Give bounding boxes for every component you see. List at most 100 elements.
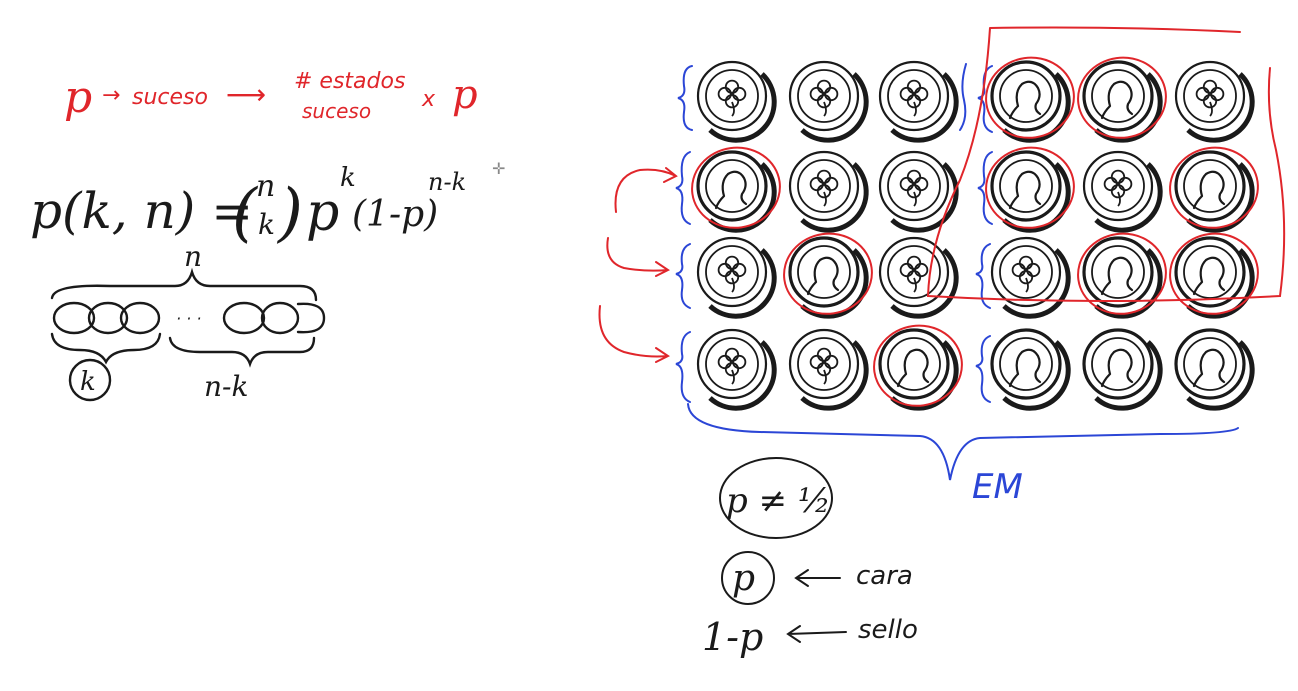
head-profile-icon (1100, 256, 1134, 296)
blue-brace-row-2b (977, 151, 993, 225)
trial-circle-3 (119, 301, 161, 335)
bottom-legend: p ≠ ½ p cara 1-p sello (702, 457, 918, 659)
diagram-ellipsis: · · · (176, 309, 201, 328)
coin-rim (878, 60, 950, 132)
diagram-n-label: n (184, 240, 202, 273)
head-profile-icon (806, 256, 840, 296)
binom-top: n (256, 169, 275, 204)
coin-rim (696, 60, 768, 132)
coin-head-r2c4 (985, 146, 1075, 233)
one-minus-p-label: 1-p (702, 615, 763, 659)
formula-p-base: p (306, 183, 339, 243)
cursor-cross-icon: ✛ (492, 159, 505, 178)
coin-inner-ring (1091, 337, 1145, 391)
formula-k-exp: k (340, 163, 356, 193)
note-suceso: suceso (132, 85, 208, 110)
red-circle-mark (1169, 232, 1259, 315)
coin-rim (696, 328, 768, 400)
coin-edge (708, 72, 777, 143)
clover-icon (1195, 79, 1225, 117)
note-p: p (64, 72, 92, 123)
top-brace (50, 267, 318, 302)
clover-icon (809, 169, 839, 207)
coin-head-r4c3 (873, 324, 963, 411)
coin-rim (1082, 150, 1154, 222)
clover-icon (717, 347, 747, 385)
coin-head-r2c6 (1169, 146, 1259, 233)
coin-rim (788, 236, 860, 308)
binomial-formula: p(k, n) = ( n k ) p k (1-p) n-k (30, 163, 466, 250)
coin-rim (878, 236, 950, 308)
coin-inner-ring (705, 337, 759, 391)
coin-clover-r3c3 (878, 236, 959, 319)
coin-edge (800, 340, 869, 411)
head-profile-icon (1192, 170, 1226, 210)
coin-inner-ring (1091, 69, 1145, 123)
binom-paren-open: ( (232, 176, 259, 250)
coin-clover-r2c3 (878, 150, 959, 233)
coin-edge (800, 72, 869, 143)
coin-head-r2c1 (691, 146, 781, 233)
p-circled-label: p (732, 558, 755, 599)
note-estados-bottom: suceso (302, 99, 371, 123)
coin-rim (1174, 60, 1246, 132)
coin-edge (1186, 72, 1255, 143)
note-p-2: p (452, 72, 478, 118)
coin-grid (691, 56, 1259, 411)
head-profile-icon (1100, 80, 1134, 120)
clover-icon (717, 79, 747, 117)
red-circle-mark (1077, 56, 1167, 139)
head-profile-icon (1192, 348, 1226, 388)
red-arrow-row-4 (598, 305, 670, 363)
binom-bottom: k (258, 208, 275, 241)
coin-rim (788, 328, 860, 400)
coin-rim (1082, 60, 1154, 132)
coin-inner-ring (797, 69, 851, 123)
coin-edge (1094, 340, 1163, 411)
red-circle-mark (985, 56, 1075, 139)
coin-inner-ring (1183, 245, 1237, 299)
red-arrow-row-2 (614, 167, 678, 213)
coin-clover-r3c1 (696, 236, 777, 319)
red-annotations (598, 26, 1286, 363)
blue-brace-row-3 (675, 243, 691, 309)
diagram-nk-label: n-k (204, 370, 248, 403)
binom-paren-close: ) (276, 176, 303, 250)
blue-bottom-brace (687, 403, 1239, 481)
coin-inner-ring (887, 69, 941, 123)
clover-icon (1103, 169, 1133, 207)
coin-inner-ring (1091, 245, 1145, 299)
coin-head-r4c5 (1082, 328, 1163, 411)
coin-head-r4c4 (990, 328, 1071, 411)
blue-brace-row-1b (977, 65, 993, 133)
head-profile-icon (714, 170, 748, 210)
head-profile-icon (1008, 348, 1042, 388)
coin-rim (1082, 236, 1154, 308)
em-label: EM (972, 467, 1023, 507)
coin-clover-r4c2 (788, 328, 869, 411)
trials-diagram: n · · · k n-k (50, 240, 326, 403)
coin-edge (708, 248, 777, 319)
clover-icon (809, 347, 839, 385)
coin-clover-r3c4 (990, 236, 1071, 319)
coin-rim (990, 236, 1062, 308)
coin-inner-ring (705, 159, 759, 213)
coin-edge (1186, 340, 1255, 411)
blue-brace-row-4 (675, 331, 691, 403)
red-circle-mark (985, 146, 1075, 229)
trial-circle-2 (87, 301, 129, 335)
coin-inner-ring (887, 337, 941, 391)
k-brace (50, 332, 162, 365)
clover-icon (899, 169, 929, 207)
p-neq-half: p ≠ ½ (726, 481, 831, 521)
coin-head-r3c5 (1077, 232, 1167, 319)
coin-head-r1c5 (1077, 56, 1167, 143)
red-circle-mark (783, 232, 873, 315)
coin-rim (990, 328, 1062, 400)
coin-head-r3c2 (783, 232, 873, 319)
nk-brace (168, 336, 316, 368)
trial-circle-5 (260, 301, 300, 335)
p-circle (721, 551, 775, 605)
coin-inner-ring (705, 245, 759, 299)
head-profile-icon (1008, 170, 1042, 210)
